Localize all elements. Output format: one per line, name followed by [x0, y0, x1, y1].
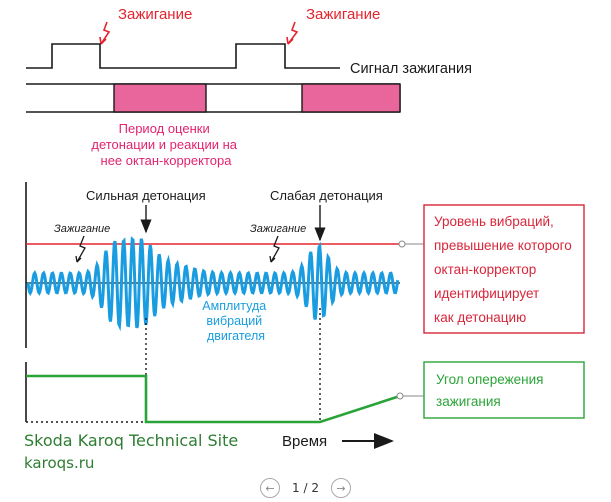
- pager: ← 1 / 2 →: [0, 476, 611, 500]
- chevron-right-icon[interactable]: →: [330, 478, 351, 498]
- ignition-signal-line: [26, 43, 340, 69]
- chevron-left-icon[interactable]: ←: [260, 478, 281, 498]
- knock-control-diagram: Зажигание Зажигание Сигнал зажигания Пер…: [25, 6, 585, 450]
- evaluation-period-2: [301, 83, 401, 113]
- vibration-level-text: Уровень вибраций, превышение которого ок…: [434, 214, 576, 325]
- site-watermark: Skoda Karoq Technical Site karoqs.ru: [24, 430, 238, 474]
- small-ignition-label-2: Зажигание: [250, 223, 306, 235]
- ignition-arrow-1: [100, 21, 111, 45]
- vibration-level-box: [423, 204, 585, 334]
- strong-knock-label: Сильная детонация: [86, 188, 206, 203]
- watermark-url: karoqs.ru: [24, 454, 95, 472]
- evaluation-period-label: Период оценки детонации и реакции на нее…: [91, 121, 240, 168]
- watermark-site-name: Skoda Karoq Technical Site: [24, 431, 239, 450]
- advance-angle-box: [423, 361, 585, 419]
- amplitude-label: Амплитуда вибраций двигателя: [202, 299, 269, 343]
- small-ignition-label-1: Зажигание: [54, 223, 110, 235]
- time-label: Время: [282, 433, 327, 450]
- advance-angle-line: [26, 374, 401, 424]
- ignition-signal-label: Сигнал зажигания: [350, 61, 472, 77]
- ignition-arrow-2: [287, 21, 299, 45]
- pager-counter: 1 / 2: [292, 481, 319, 495]
- advance-angle-text: Угол опережения зажигания: [436, 372, 547, 409]
- weak-knock-label: Слабая детонация: [270, 188, 383, 203]
- vibration-wave: [26, 236, 400, 332]
- evaluation-period-1: [113, 83, 207, 113]
- ignition-label-1: Зажигание: [118, 6, 192, 23]
- ignition-label-2: Зажигание: [306, 6, 380, 23]
